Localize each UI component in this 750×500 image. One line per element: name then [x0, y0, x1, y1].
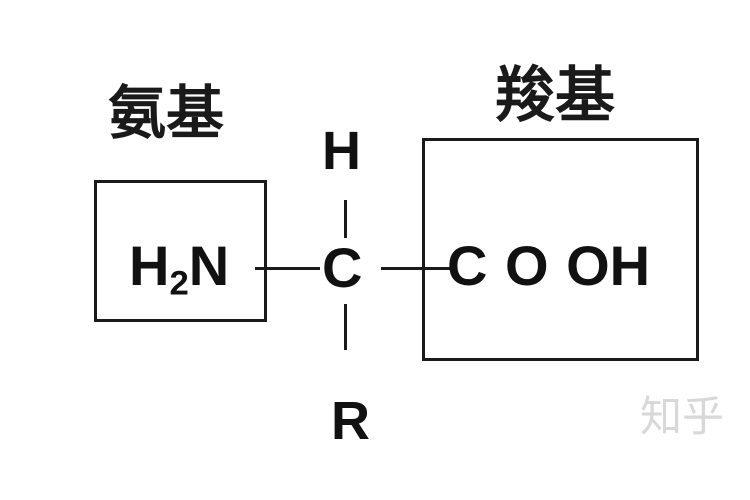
amine-n: N: [188, 234, 230, 297]
top-hydrogen: H: [322, 121, 361, 181]
amine-formula: H2N: [129, 238, 229, 303]
carboxyl-group-label: 羧基: [495, 61, 615, 131]
c-r-bond: [344, 304, 347, 350]
c-cooh-bond: [381, 267, 453, 270]
side-chain-r: R: [331, 391, 370, 451]
c-h-bond: [344, 200, 347, 238]
alpha-carbon: C: [322, 236, 363, 299]
carboxyl-group-box: [422, 138, 699, 361]
carboxyl-formula: C O OH: [447, 234, 651, 297]
zhihu-watermark: 知乎: [640, 392, 725, 441]
amino-group-label: 氨基: [108, 79, 225, 147]
amine-subscript: 2: [169, 264, 189, 303]
n-c-bond: [255, 267, 320, 270]
amine-h: H: [129, 234, 170, 297]
amino-group-box: [94, 180, 267, 322]
